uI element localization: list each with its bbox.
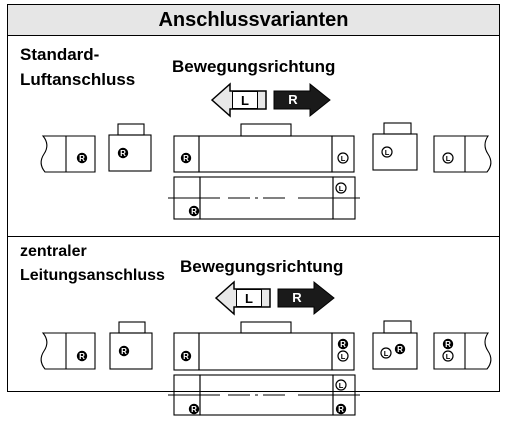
s1-port-r-carriage-left (117, 147, 129, 159)
s2-port-r-far-left (76, 350, 88, 362)
s2-port-r-far-right (442, 338, 454, 350)
s2-port-l-lower (335, 379, 347, 391)
s1-port-l-carriage-right (381, 146, 393, 158)
s1-far-right-body (433, 135, 492, 173)
section-1-label-line-2: Luftanschluss (20, 70, 136, 89)
outer-frame (7, 4, 500, 392)
s2-port-l-center-lower (337, 350, 349, 362)
s2-port-l-carriage-right (380, 347, 392, 359)
s2-carriage-left (109, 321, 153, 370)
s2-center-cylinder (173, 321, 355, 371)
s2-port-r-center-upper (337, 338, 349, 350)
section-2-label-line-1: zentraler (20, 243, 87, 260)
s2-port-r-center (180, 350, 192, 362)
s1-port-r-far-left (76, 152, 88, 164)
s1-center-cylinder (173, 123, 355, 173)
section-1-label-line-1: Standard- (20, 45, 100, 64)
s1-carriage-left (108, 123, 152, 172)
s2-lower-cylinder (168, 374, 360, 416)
arrow-right-shape (277, 280, 335, 316)
section-2-label-line-2: Leitungsanschluss (20, 267, 165, 284)
s1-port-l-lower (335, 182, 347, 194)
s1-port-r-center (180, 152, 192, 164)
section-1-arrow-left-label: L (232, 91, 258, 109)
s2-carriage-right (372, 320, 418, 370)
s2-port-r-carriage-right (394, 343, 406, 355)
s1-port-r-lower (188, 205, 200, 217)
section-2-arrow-left: L (214, 280, 274, 316)
s2-port-r-carriage-left (118, 345, 130, 357)
s1-port-l-far-right (442, 152, 454, 164)
page-title: Anschlussvarianten (8, 5, 499, 36)
s2-port-r-lower-left (188, 403, 200, 415)
section-2-arrow-left-label: L (236, 289, 262, 307)
section-2-arrow-right: R (276, 280, 336, 316)
s1-carriage-right (372, 122, 418, 171)
section-1-arrow-right: R (272, 82, 332, 118)
section-divider (7, 236, 500, 237)
section-2-arrow-right-label: R (292, 290, 302, 305)
section-1-arrow-right-label: R (288, 92, 298, 107)
s2-port-l-far-right (442, 350, 454, 362)
s2-port-r-lower-right (335, 403, 347, 415)
section-1-direction-title: Bewegungsrichtung (172, 57, 336, 76)
s1-far-left-body (40, 135, 96, 173)
section-1-arrow-left: L (210, 82, 270, 118)
title-text: Anschlussvarianten (158, 8, 349, 31)
section-2-direction-title: Bewegungsrichtung (180, 257, 344, 276)
s1-port-l-center (337, 152, 349, 164)
s2-far-left-body (40, 332, 96, 370)
s1-lower-cylinder (168, 176, 360, 220)
s2-far-right-body (433, 332, 492, 370)
arrow-right-shape (273, 82, 331, 118)
